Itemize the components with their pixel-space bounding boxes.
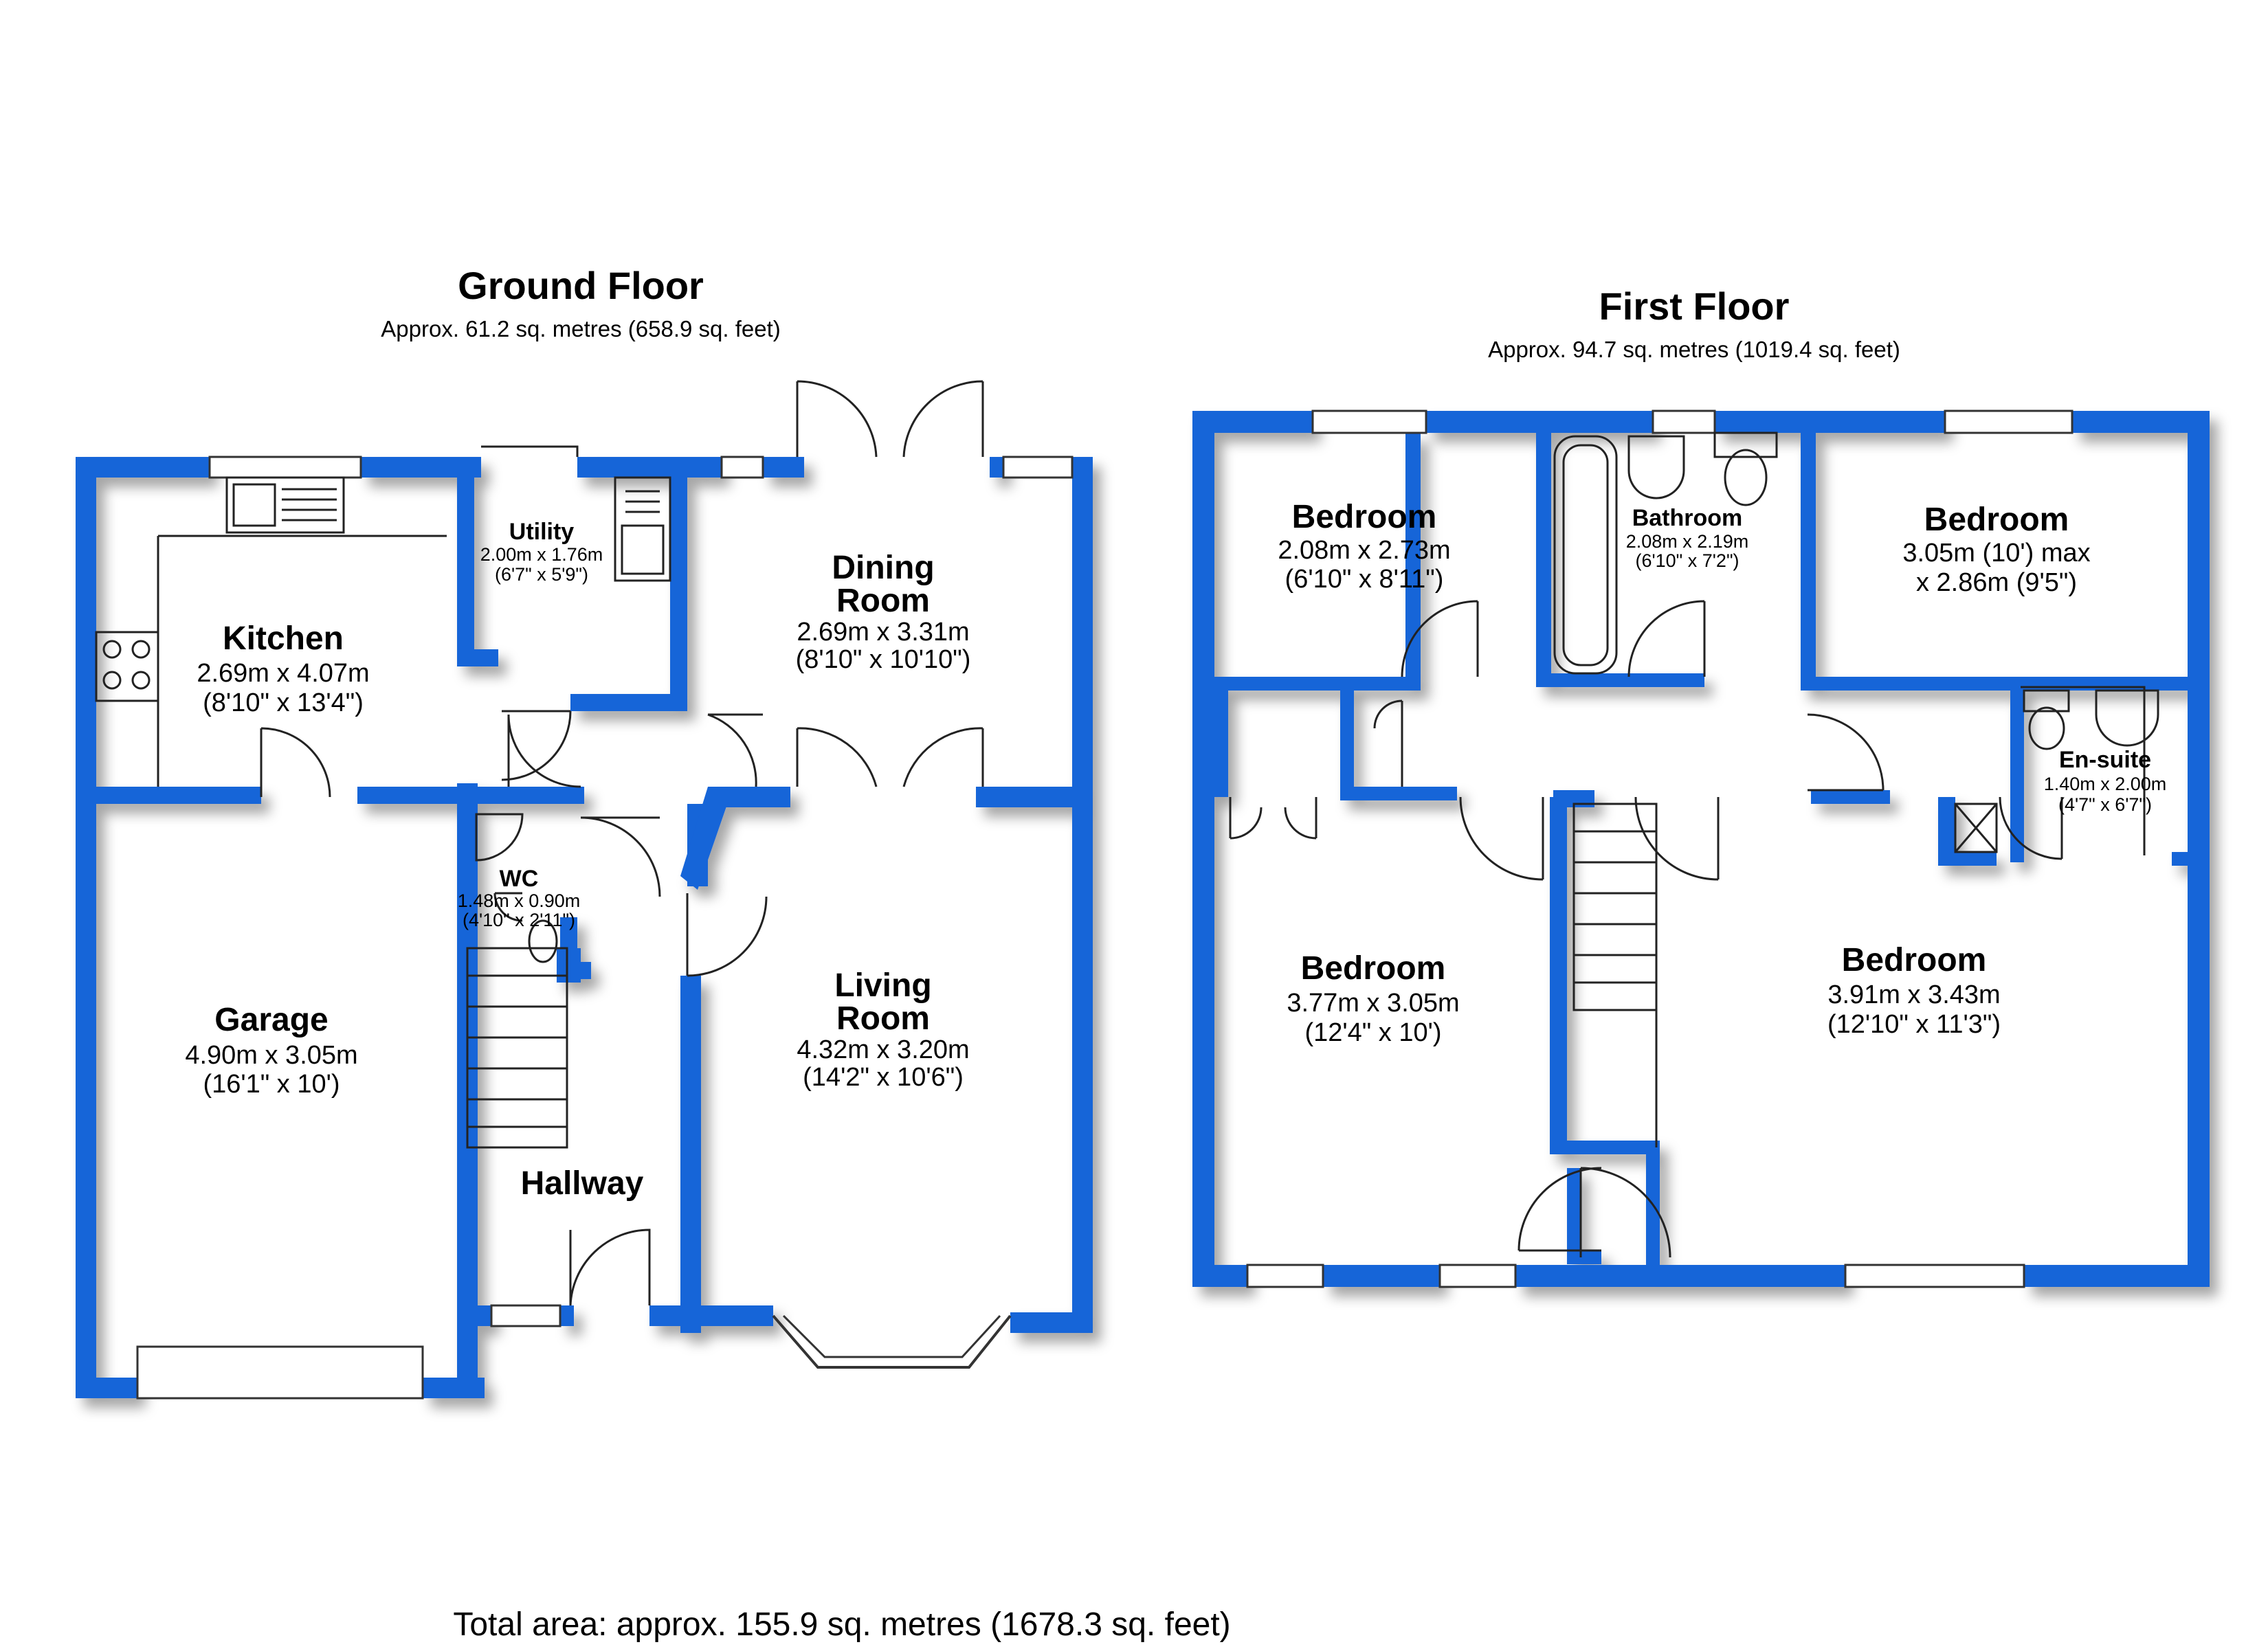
bathroom-label: Bathroom <box>1632 505 1743 531</box>
kitchen-sink-icon <box>225 476 345 534</box>
toilet-cistern <box>1713 431 1778 458</box>
ground-fixtures <box>95 476 671 963</box>
basin-icon <box>1627 435 1685 500</box>
en-suite-dims: 1.40m x 2.00m <box>2044 774 2167 794</box>
window <box>1002 456 1074 479</box>
window <box>1438 1264 1517 1288</box>
bedroom-1-dims: 2.08m x 2.73m <box>1278 536 1450 565</box>
first-doors <box>1229 600 2146 1258</box>
window <box>720 456 764 479</box>
garage-dims: 4.90m x 3.05m <box>185 1041 357 1070</box>
wc-shower-icon <box>475 813 524 862</box>
ground-floor-walls <box>76 457 1093 1398</box>
kitchen-dims: 2.69m x 4.07m <box>197 659 369 688</box>
window <box>1844 1264 2025 1288</box>
toilet-icon <box>528 919 558 963</box>
first-stairs <box>1572 803 1658 1147</box>
living-room-label-1: Living <box>834 967 931 1004</box>
window <box>1246 1264 1324 1288</box>
window <box>490 1304 562 1327</box>
garage-label: Garage <box>214 1002 328 1038</box>
en-suite-basin-icon <box>2095 689 2159 747</box>
kitchen-label: Kitchen <box>223 620 344 657</box>
window <box>1944 410 2074 434</box>
dining-room-label-2: Room <box>836 583 930 619</box>
ground-floor-title: Ground Floor <box>458 264 704 307</box>
en-suite-imperial: (4'7" x 6'7") <box>2058 794 2152 815</box>
first-fixtures <box>1553 431 2159 853</box>
first-floor: First Floor Approx. 94.7 sq. metres (101… <box>1192 284 2210 1288</box>
bedroom-4-label: Bedroom <box>1842 942 1987 978</box>
bedroom-4-dims: 3.91m x 3.43m <box>1827 980 2000 1009</box>
ground-floor-area: Approx. 61.2 sq. metres (658.9 sq. feet) <box>381 316 780 341</box>
shower-icon <box>1954 803 1998 853</box>
wc-imperial: (4'10" x 2'11") <box>463 910 575 930</box>
en-suite-toilet-icon <box>2028 706 2065 750</box>
bath-icon <box>1553 435 1618 675</box>
total-area: Total area: approx. 155.9 sq. metres (16… <box>453 1606 1230 1643</box>
window <box>1311 410 1427 434</box>
garage-imperial: (16'1" x 10') <box>203 1070 340 1099</box>
living-room-label-2: Room <box>836 1000 930 1037</box>
living-room-imperial: (14'2" x 10'6") <box>803 1063 964 1092</box>
ground-stairs <box>466 947 568 1149</box>
hob-icon <box>95 631 159 702</box>
utility-label: Utility <box>509 519 575 545</box>
first-floor-walls <box>1192 411 2210 1287</box>
window <box>1652 410 1716 434</box>
dining-room-dims: 2.69m x 3.31m <box>797 618 969 647</box>
toilet-icon <box>1724 449 1768 506</box>
utility-dims: 2.00m x 1.76m <box>480 544 603 565</box>
hallway-label: Hallway <box>521 1165 644 1202</box>
bedroom-2-dims: 3.05m (10') max <box>1902 539 2090 568</box>
utility-sink-icon <box>621 524 665 575</box>
bedroom-3-label: Bedroom <box>1301 950 1446 987</box>
bay-window <box>772 1314 1012 1369</box>
living-room-dims: 4.32m x 3.20m <box>797 1035 969 1064</box>
bedroom-4-imperial: (12'10" x 11'3") <box>1827 1010 2001 1039</box>
first-floor-area: Approx. 94.7 sq. metres (1019.4 sq. feet… <box>1488 337 1900 362</box>
bathroom-imperial: (6'10" x 7'2") <box>1635 550 1739 571</box>
dining-room-imperial: (8'10" x 10'10") <box>796 645 971 674</box>
first-floor-title: First Floor <box>1599 284 1790 328</box>
utility-imperial: (6'7" x 5'9") <box>495 564 588 585</box>
bedroom-3-imperial: (12'4" x 10') <box>1304 1018 1441 1047</box>
en-suite-label: En-suite <box>2059 747 2151 773</box>
garage-door <box>136 1345 424 1400</box>
wc-label: WC <box>500 866 539 892</box>
bedroom-3-dims: 3.77m x 3.05m <box>1287 989 1459 1018</box>
bedroom-2-imperial: x 2.86m (9'5") <box>1916 568 2077 597</box>
dining-room-label-1: Dining <box>832 550 934 586</box>
bedroom-2-label: Bedroom <box>1924 502 2069 538</box>
bedroom-1-label: Bedroom <box>1292 499 1437 535</box>
bedroom-1-imperial: (6'10" x 8'11") <box>1285 565 1444 594</box>
utility-counter <box>614 476 671 582</box>
kitchen-imperial: (8'10" x 13'4") <box>203 688 364 717</box>
ground-floor: Ground Floor Approx. 61.2 sq. metres (65… <box>76 264 1093 1400</box>
wc-dims: 1.48m x 0.90m <box>458 890 581 911</box>
window <box>208 456 362 479</box>
ground-doors <box>260 380 984 1306</box>
bathroom-dims: 2.08m x 2.19m <box>1626 531 1749 552</box>
